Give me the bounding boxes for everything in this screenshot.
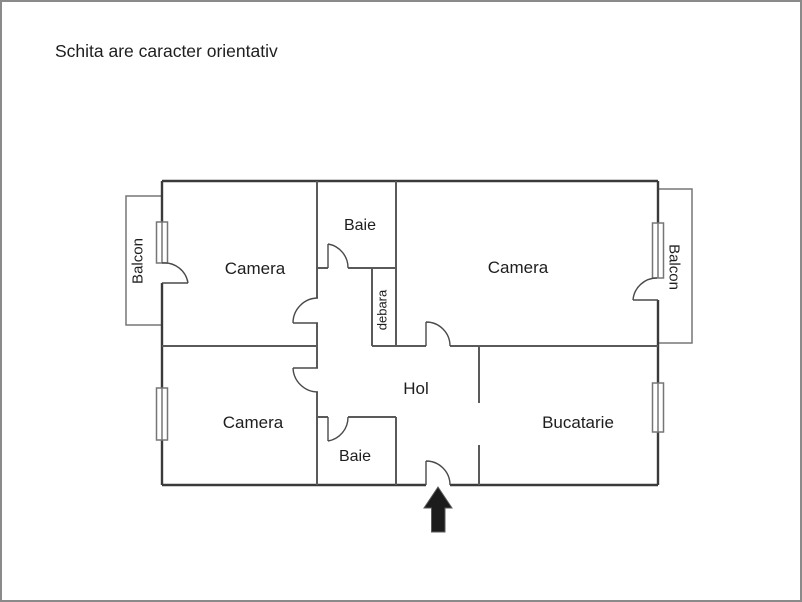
balconies [125, 188, 693, 344]
room-label-camera-top-right: Camera [487, 258, 549, 277]
door-entrance [425, 460, 451, 486]
room-label-baie-bottom: Baie [338, 448, 372, 465]
door-camera-top-left [292, 297, 319, 324]
room-label-balcon-left: Balcon [129, 238, 147, 284]
balcony-left-outline [125, 195, 162, 326]
door-camera-bottom-left [292, 367, 319, 393]
door-balcony-left [161, 262, 189, 284]
room-label-balcon-right: Balcon [665, 244, 683, 290]
page-title: Schita are caracter orientativ [55, 41, 278, 61]
door-balcony-right [632, 277, 658, 301]
room-label-debara: debara [374, 289, 390, 331]
doors [161, 243, 658, 486]
door-baie-bottom [327, 416, 349, 442]
door-baie-top [327, 243, 349, 269]
exterior-walls [160, 179, 660, 487]
room-label-bucatarie: Bucatarie [542, 413, 614, 432]
room-label-camera-top-left: Camera [224, 259, 286, 278]
room-label-camera-bottom-left: Camera [222, 413, 284, 432]
entrance-arrow-icon [423, 486, 453, 533]
windows [155, 221, 665, 441]
room-label-baie-top: Baie [343, 217, 377, 234]
room-label-hol: Hol [403, 379, 429, 398]
interior-walls [162, 181, 658, 485]
balcony-right-outline [658, 188, 693, 344]
door-camera-top-right [425, 321, 451, 347]
